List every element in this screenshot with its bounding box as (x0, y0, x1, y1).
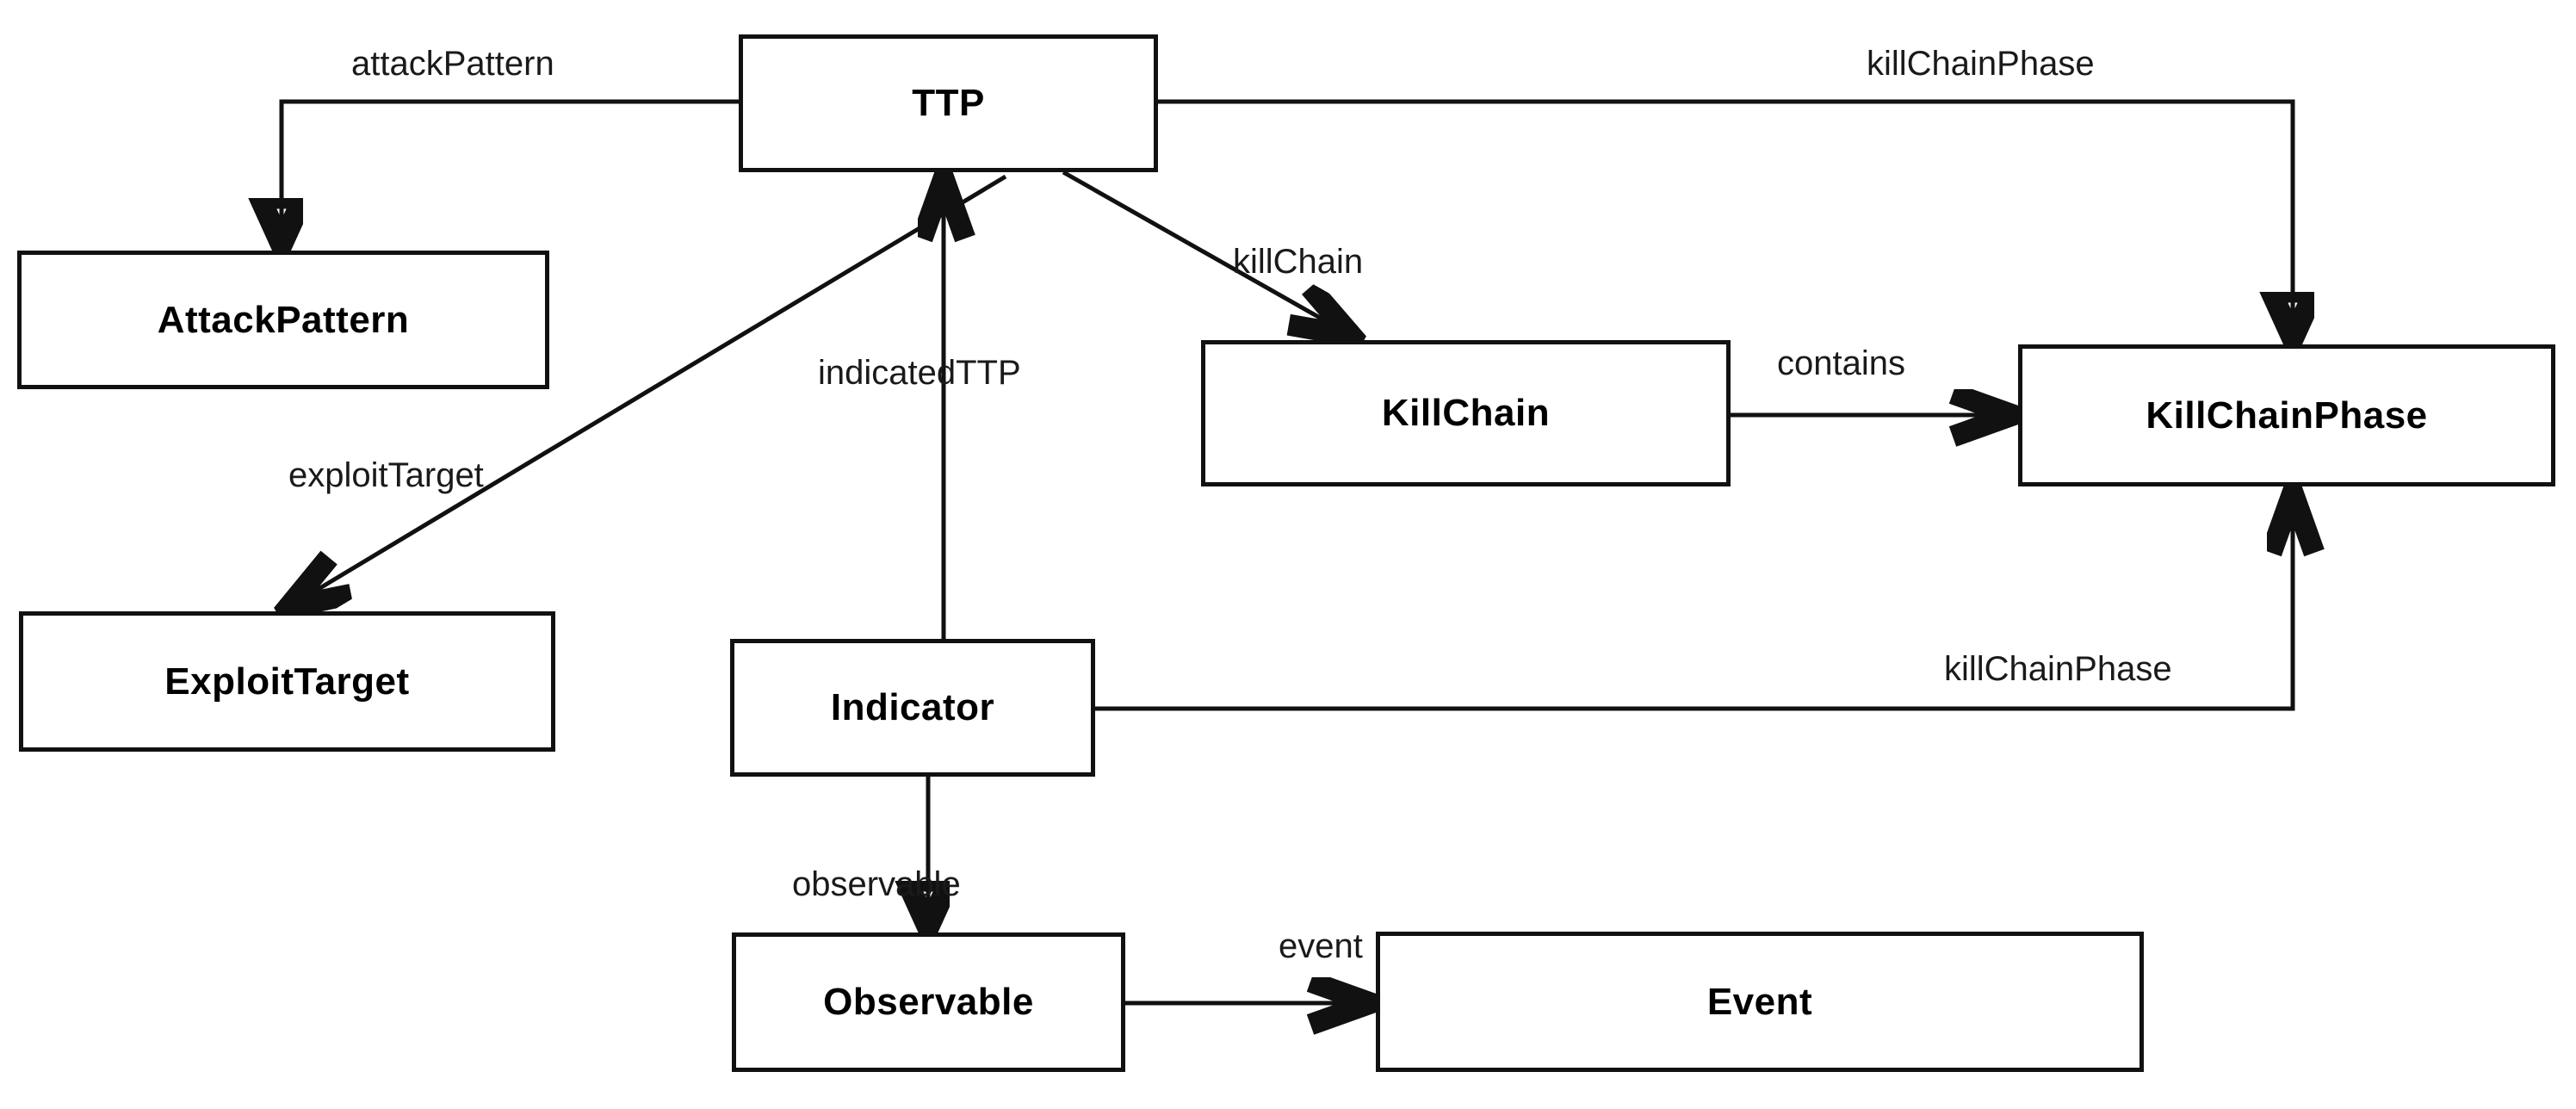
node-event-label: Event (1706, 980, 1813, 1023)
node-indicator[interactable]: Indicator (730, 639, 1095, 777)
edge-label-contains: contains (1777, 344, 1905, 382)
edge-kill-chain-line (1062, 170, 1352, 336)
edge-attack-pattern-line (282, 99, 739, 245)
edge-label-observable: observable (792, 865, 961, 903)
edge-kill-chain-phase-indicator-line (1095, 493, 2293, 711)
node-indicator-label: Indicator (830, 686, 995, 728)
node-event[interactable]: Event (1376, 932, 2144, 1072)
node-observable[interactable]: Observable (732, 932, 1125, 1072)
edge-label-event: event (1279, 927, 1363, 965)
node-exploit-target[interactable]: ExploitTarget (19, 611, 555, 752)
node-kill-chain-label: KillChain (1381, 392, 1551, 434)
node-ttp[interactable]: TTP (739, 34, 1158, 172)
edge-label-attack-pattern: attackPattern (351, 45, 554, 83)
edge-label-exploit-target: exploitTarget (288, 456, 484, 494)
node-kill-chain-phase-label: KillChainPhase (2146, 393, 2428, 437)
edge-label-kill-chain-phase-indicator: killChainPhase (1944, 650, 2172, 688)
node-attack-pattern[interactable]: AttackPattern (17, 251, 549, 389)
node-kill-chain[interactable]: KillChain (1201, 340, 1731, 486)
node-ttp-label: TTP (912, 82, 985, 124)
node-kill-chain-phase[interactable]: KillChainPhase (2018, 344, 2555, 486)
edge-label-indicated-ttp: indicatedTTP (818, 354, 1021, 392)
edge-exploit-target-line (288, 174, 1007, 607)
edge-label-kill-chain-phase-ttp: killChainPhase (1867, 45, 2095, 83)
node-exploit-target-label: ExploitTarget (164, 660, 410, 703)
node-attack-pattern-label: AttackPattern (157, 298, 410, 341)
edge-kill-chain-phase-ttp-line (1158, 99, 2293, 339)
edge-label-kill-chain: killChain (1233, 243, 1364, 281)
node-observable-label: Observable (823, 981, 1034, 1023)
